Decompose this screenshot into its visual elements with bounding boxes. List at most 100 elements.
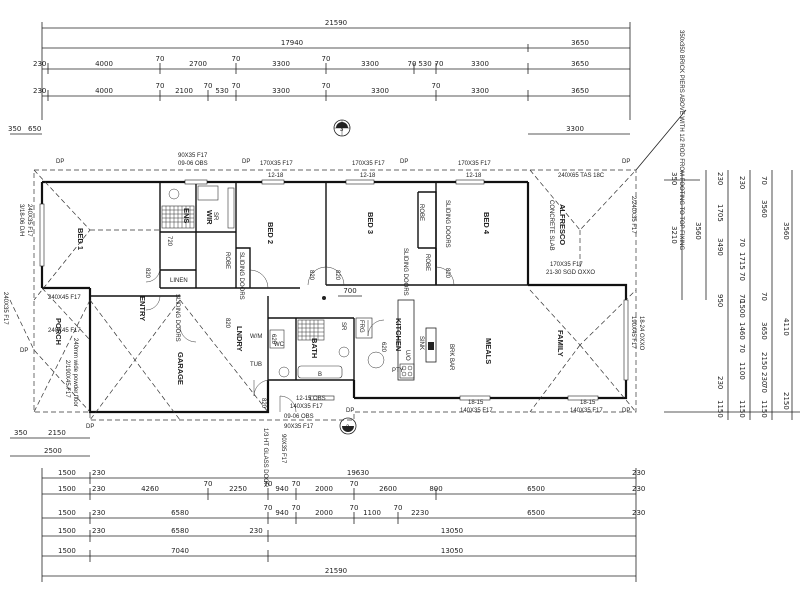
top-r3-4: 70: [232, 55, 241, 63]
right-c2-12: 1150: [716, 400, 724, 418]
door-620-b: 620: [270, 334, 276, 345]
door-820-b: 820: [308, 270, 314, 281]
bot-r2-4: 2250: [229, 485, 247, 493]
fix-pty: PTY: [392, 368, 404, 374]
top-dim-17940: 17940: [281, 39, 303, 47]
bot-r2-10: 2600: [379, 485, 397, 493]
bot-r2-0: 1500: [58, 485, 76, 493]
bot-r3-1: 230: [92, 509, 105, 517]
note-porch-beam3: 240X35 F17: [2, 292, 8, 325]
top-r3-11: 3300: [471, 60, 489, 68]
top-r4-11: 3300: [471, 87, 489, 95]
note-family-beam2: 140X35 F17: [570, 408, 603, 414]
dp-4: DP: [622, 159, 630, 165]
piers-leader-line: [635, 109, 687, 171]
note-meals-beam: 140X35 F17: [460, 408, 493, 414]
right-c4-2: 230: [760, 372, 768, 385]
door-swings: [145, 266, 455, 413]
note-lndry-beam2: 90X35 F17: [280, 434, 286, 464]
bottom-dimension-lines: 1500 230 19630 230 1500 230 4260 70 2250…: [41, 468, 645, 582]
section-mark-label-b: 3: [346, 425, 350, 431]
bot-r3-6: 2000: [315, 509, 333, 517]
bot-r2-6: 940: [275, 485, 288, 493]
note-lndry-beam: 90X35 F17: [284, 424, 314, 430]
note-alfresco-beam2: 2/240X35 F17: [630, 196, 636, 234]
bot-r2-5: 70: [264, 480, 273, 488]
bot-r3-5: 70: [292, 504, 301, 512]
top-r3-2: 70: [156, 55, 165, 63]
note-entry-lite: 240mm wide powder floor: [72, 338, 78, 407]
bot-r4-4: 13050: [441, 527, 463, 535]
top-r3-10: 70: [435, 60, 444, 68]
top-r3-9: 530: [418, 60, 431, 68]
note-sliding-bed3: SLIDING DOORS: [402, 248, 408, 296]
right-c1-2: 3560: [694, 222, 702, 240]
note-window-bed4: 12-18: [466, 173, 482, 179]
note-window-bed2: 12-18: [268, 173, 284, 179]
right-c2-10: 1100: [738, 362, 746, 380]
bot-r3-11: 6500: [527, 509, 545, 517]
room-alfresco: ALFRESCO: [558, 204, 567, 245]
building-walls: [33, 169, 637, 421]
bot-r2-3: 70: [204, 480, 213, 488]
top-left-350: 350: [8, 125, 21, 133]
bot-r1-3: 230: [632, 469, 645, 477]
bot-r3-2: 6580: [171, 509, 189, 517]
room-meals: MEALS: [484, 338, 493, 364]
top-r4-9: 3300: [371, 87, 389, 95]
bot-r3-4: 940: [275, 509, 288, 517]
fix-b: B: [318, 372, 322, 378]
top-r4-2: 70: [156, 82, 165, 90]
bot-r1-1: 230: [92, 469, 105, 477]
right-c5-2: 2150: [782, 392, 790, 410]
right-c4-5: 1150: [760, 400, 768, 418]
dp-2: DP: [242, 159, 250, 165]
bot-r3-0: 1500: [58, 509, 76, 517]
note-meals-win: 18-15: [468, 400, 484, 406]
note-window-bed1: 3/18-06 D/H: [18, 204, 24, 236]
top-r4-8: 70: [322, 82, 331, 90]
door-820-a: 820: [144, 268, 150, 279]
bot-r3-9: 70: [394, 504, 403, 512]
section-marker-bottom: 3: [339, 417, 357, 435]
section-marker-top: 3: [333, 119, 351, 137]
note-beam-bed2: 170X35 F17: [260, 161, 293, 167]
fix-sink: SINK: [418, 336, 424, 350]
dp-7: DP: [346, 408, 354, 414]
kitchen-fixtures: [355, 299, 437, 381]
right-c2-3: 70: [738, 238, 746, 247]
note-beam-bed3: 170X35 F17: [352, 161, 385, 167]
note-entry-beam: 2/190X45 F17: [64, 360, 70, 398]
top-r3-7: 3300: [361, 60, 379, 68]
right-c1-0: 350: [670, 172, 678, 185]
right-c3-a: 70: [760, 176, 768, 185]
hall-column: [322, 296, 326, 300]
bot-r3-8: 1100: [363, 509, 381, 517]
note-sgd: 170X35 F17: [550, 262, 583, 268]
bot-total: 21590: [325, 567, 347, 575]
bot-r2-13: 230: [632, 485, 645, 493]
top-row4-ticks: [47, 90, 529, 101]
top-r4-7: 3300: [272, 87, 290, 95]
hall-700: 700: [343, 287, 356, 295]
dp-6: DP: [86, 424, 94, 430]
right-c2-2: 3490: [716, 238, 724, 256]
top-r4-10: 70: [432, 82, 441, 90]
annotations: 3/18-06 D/H 240X35 F17 90X35 F17 09-06 O…: [2, 30, 687, 488]
note-sliding-bed4: SLIDING DOORS: [444, 200, 450, 248]
top-r4-5: 530: [215, 87, 228, 95]
roof-hip-lines: [9, 169, 637, 421]
room-garage: GARAGE: [176, 352, 185, 385]
note-robe-bed2: ROBE: [224, 252, 230, 269]
room-family: FAMILY: [556, 330, 565, 357]
dp-3: DP: [400, 159, 408, 165]
bot-r2-7: 70: [292, 480, 301, 488]
right-c2-5: 70: [738, 272, 746, 281]
right-dimension-lines: 350 3210 3560 230 230 1705 3490 70 1715 …: [664, 170, 800, 420]
note-window-bed1b: 240X35 F17: [26, 204, 32, 237]
left-dim-2500: 2500: [44, 447, 62, 455]
bot-row2-ticks: [89, 488, 437, 500]
top-left-650: 650: [28, 125, 41, 133]
top-r3-0: 230: [33, 60, 46, 68]
right-c3-f: 1150: [738, 400, 746, 418]
